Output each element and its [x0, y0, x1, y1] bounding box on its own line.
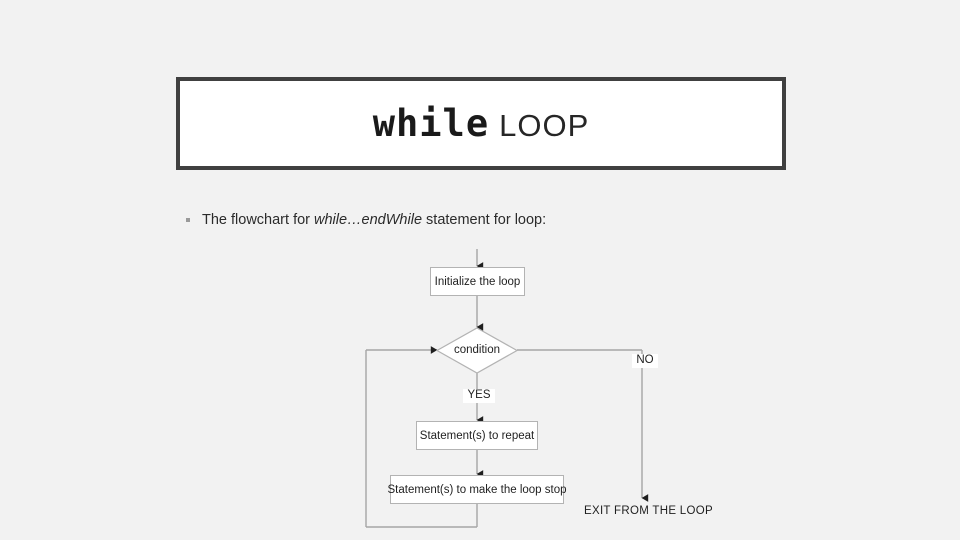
bullet-suffix: statement for loop: — [422, 212, 547, 228]
label-exit-from-the-loop: EXIT FROM THE LOOP — [584, 505, 713, 517]
bullet-prefix: The flowchart for — [202, 212, 315, 228]
bullet-emphasis: while…endWhile — [314, 212, 423, 228]
title-banner: while LOOP — [176, 77, 786, 170]
bullet-line: The flowchart for while…endWhile stateme… — [186, 212, 546, 228]
node-statements-to-repeat: Statement(s) to repeat — [416, 421, 538, 450]
bullet-text: The flowchart for while…endWhile stateme… — [202, 212, 546, 228]
square-bullet-icon — [186, 218, 190, 222]
node-statements-to-make-loop-stop: Statement(s) to make the loop stop — [387, 475, 567, 504]
label-yes: YES — [463, 389, 495, 403]
node-initialize-the-loop: Initialize the loop — [430, 267, 525, 296]
node-initialize-label: Initialize the loop — [434, 275, 521, 288]
node-repeat-label: Statement(s) to repeat — [419, 429, 535, 442]
node-stop-label: Statement(s) to make the loop stop — [387, 483, 567, 496]
title-suffix: LOOP — [499, 108, 590, 143]
page-title: while LOOP — [373, 105, 590, 142]
title-keyword: while — [372, 102, 490, 145]
node-condition-label: condition — [453, 344, 501, 356]
label-no: NO — [632, 354, 658, 368]
